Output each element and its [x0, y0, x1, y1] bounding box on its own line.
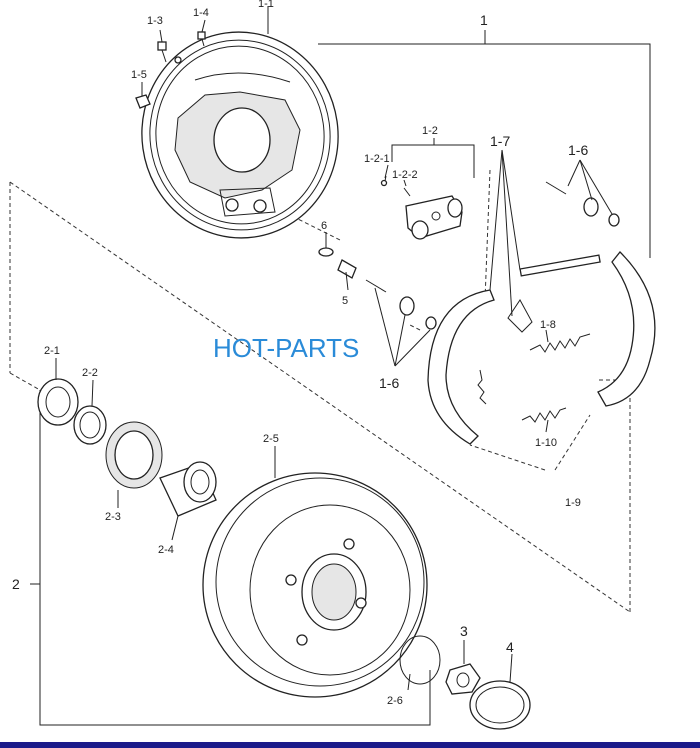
- label-2: 2: [12, 576, 20, 592]
- watermark: HOT-PARTS: [213, 333, 359, 363]
- label-6: 6: [321, 220, 327, 232]
- label-1-9: 1-9: [565, 497, 581, 509]
- label-1-7: 1-7: [490, 133, 510, 149]
- label-2-3: 2-3: [105, 511, 121, 523]
- label-2-1: 2-1: [44, 345, 60, 357]
- bracket-lines: [30, 30, 651, 726]
- brake-shoes: [427, 251, 656, 445]
- label-1-1: 1-1: [258, 0, 274, 10]
- label-1: 1: [480, 12, 488, 28]
- label-2-5: 2-5: [263, 433, 279, 445]
- wheel-cylinder: [380, 175, 463, 240]
- label-1-2-2: 1-2-2: [392, 169, 418, 181]
- plate-bolts: [135, 31, 206, 109]
- label-2-6: 2-6: [387, 695, 403, 707]
- part-labels: 1 1-1 1-3 1-4 1-5 1-2 1-2-1 1-2-2 1-7 1-…: [12, 0, 588, 707]
- label-1-5: 1-5: [131, 69, 147, 81]
- label-1-4: 1-4: [193, 7, 209, 19]
- leader-lines: [55, 6, 613, 691]
- label-1-2-1: 1-2-1: [364, 153, 390, 165]
- brake-drum: [202, 472, 428, 698]
- label-3: 3: [460, 623, 468, 639]
- label-1-3: 1-3: [147, 15, 163, 27]
- bearings: [37, 378, 217, 517]
- label-1-6-bottom: 1-6: [379, 375, 399, 391]
- label-2-2: 2-2: [82, 367, 98, 379]
- label-1-2: 1-2: [422, 125, 438, 137]
- label-1-6-top: 1-6: [568, 142, 588, 158]
- label-4: 4: [506, 639, 514, 655]
- backing-plate: [141, 31, 339, 239]
- springs: [477, 333, 591, 423]
- label-1-10: 1-10: [535, 437, 557, 449]
- label-5: 5: [342, 295, 348, 307]
- hub-hardware: [399, 635, 531, 730]
- bottom-bar: [0, 742, 700, 748]
- label-2-4: 2-4: [158, 544, 174, 556]
- label-1-8: 1-8: [540, 319, 556, 331]
